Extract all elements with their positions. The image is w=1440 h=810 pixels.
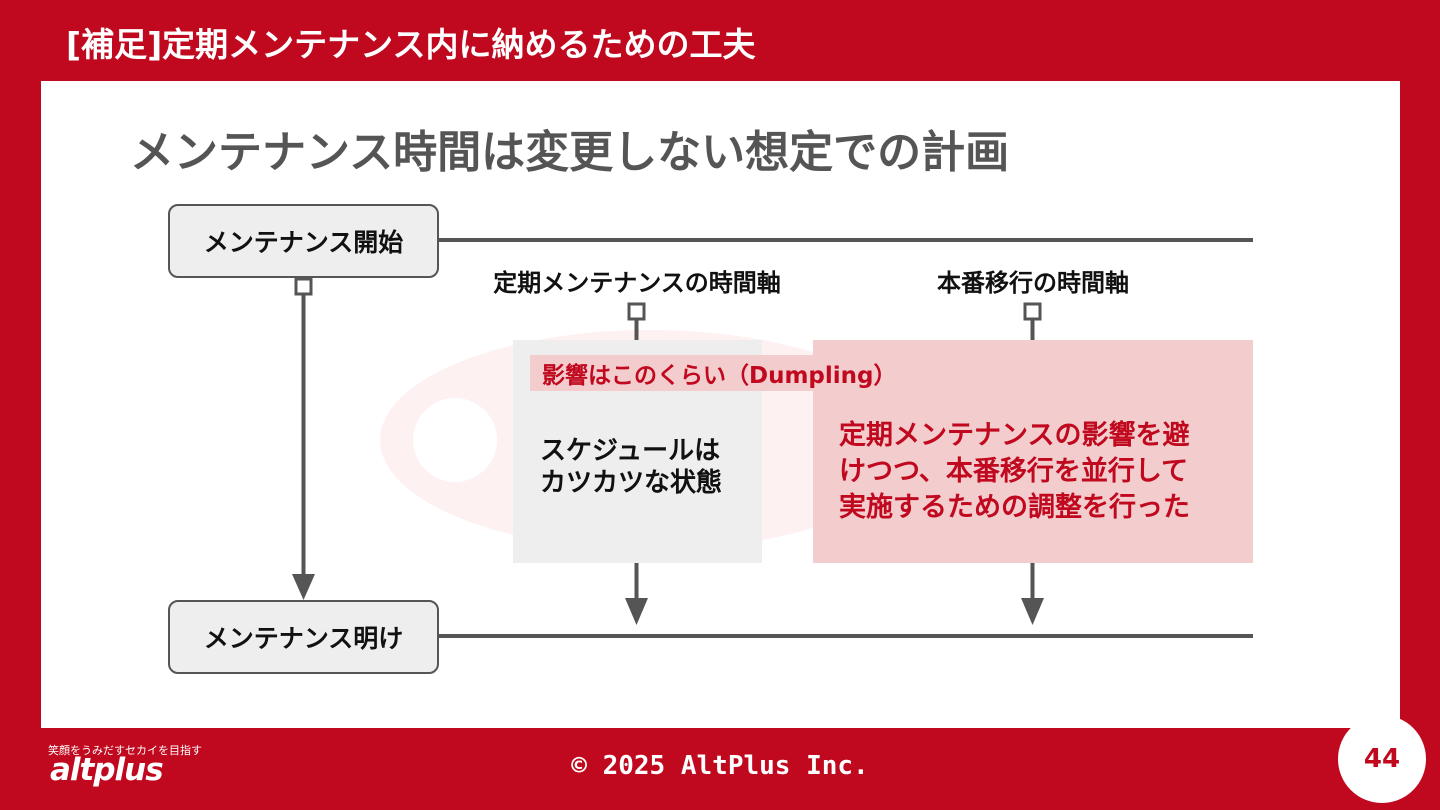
release-adjustment-text: 定期メンテナンスの影響を避 けつつ、本番移行を並行して 実施するための調整を行っ… [839,418,1190,526]
release-axis-label: 本番移行の時間軸 [937,269,1129,297]
release-axis-start-marker [1023,302,1042,321]
slide-header-title: [補足]定期メンテナンス内に納めるための工夫 [66,25,756,64]
release-axis-arrowhead [1021,598,1044,625]
left-axis-arrowhead [292,574,315,600]
altplus-logo: 笑顔をうみだすセカイを目指す altplus [48,742,202,798]
copyright-text: © 2025 AltPlus Inc. [571,751,869,781]
regular-axis-start-marker [627,302,646,321]
regular-axis-label: 定期メンテナンスの時間軸 [493,269,781,297]
schedule-tight-line: スケジュールは [540,436,721,466]
schedule-tight-text: スケジュールは カツカツな状態 [540,435,722,499]
maintenance-start-box: メンテナンス開始 [168,204,439,278]
release-adjustment-line: けつつ、本番移行を並行して [839,456,1189,487]
logo-tagline: 笑顔をうみだすセカイを目指す [48,744,202,757]
left-axis-start-marker [294,277,313,296]
regular-axis-arrowhead [625,598,648,625]
page-number-badge: 44 [1338,715,1426,803]
maintenance-end-box: メンテナンス明け [168,600,439,674]
impact-label: 影響はこのくらい（Dumpling） [530,355,930,391]
release-adjustment-line: 定期メンテナンスの影響を避 [839,420,1190,451]
release-adjustment-line: 実施するための調整を行った [839,492,1190,523]
logo-wordmark: altplus [50,752,164,788]
schedule-tight-line: カツカツな状態 [540,468,723,498]
slide-title: メンテナンス時間は変更しない想定での計画 [130,127,1010,178]
